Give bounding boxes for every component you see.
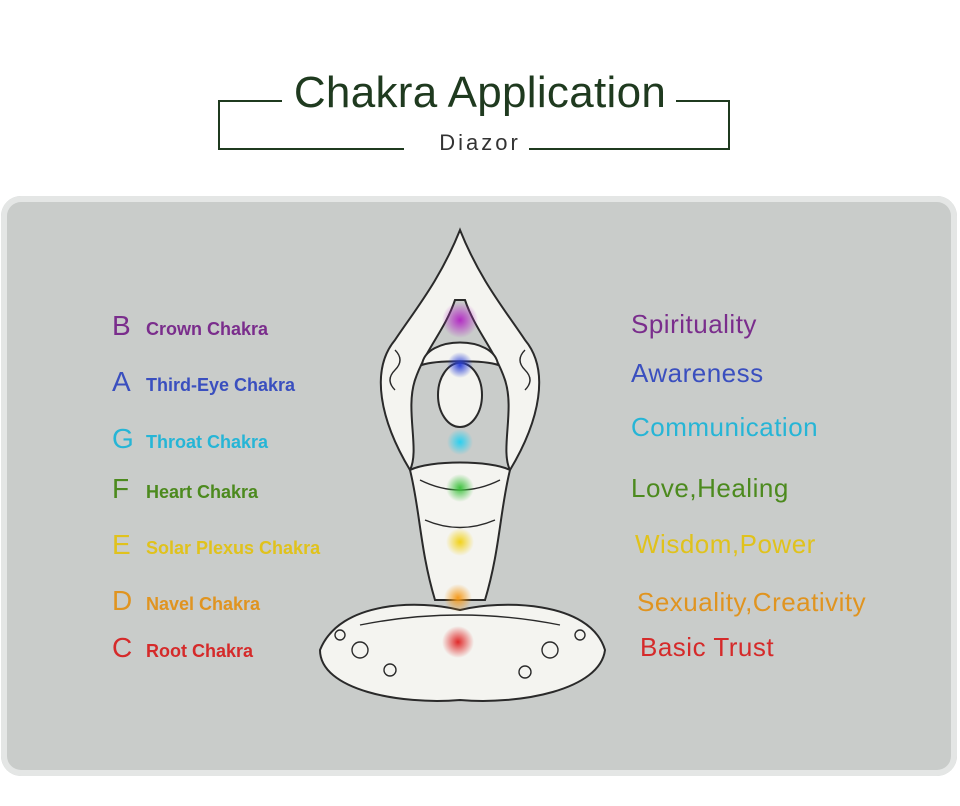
navel-chakra-glow [444,584,472,612]
chakra-label-navel: D Navel Chakra [112,585,260,617]
chakra-meaning-navel: Sexuality,Creativity [637,587,867,617]
chakra-label-third-eye: A Third-Eye Chakra [112,366,295,398]
chakra-meaning-throat: Communication [631,412,819,442]
chakra-meaning-crown: Spirituality [631,309,757,339]
page-title-text: Chakra Application [283,68,677,117]
heart-chakra-glow [446,474,474,502]
chakra-letter: C [112,632,133,663]
solar-plexus-chakra-glow [446,528,474,556]
chakra-meaning-heart: Love,Healing [631,473,789,503]
crown-chakra-glow [442,302,478,338]
chakra-letter: G [112,423,134,454]
third-eye-chakra-glow [447,352,473,378]
chakra-label-root: C Root Chakra [112,632,253,664]
frame-top-right-line [672,100,730,102]
chakra-label-heart: F Heart Chakra [112,473,258,505]
frame-bottom-right-line [528,148,730,150]
header: Chakra Application Diazor [0,0,960,170]
frame-left-line [218,100,220,150]
chakra-meaning-solar-plexus: Wisdom,Power [635,529,816,559]
chakra-name: Crown Chakra [146,319,269,339]
chakra-letter: E [112,529,131,560]
throat-chakra-glow [447,429,473,455]
chakra-letter: B [112,310,131,341]
chakra-name: Heart Chakra [146,482,259,502]
chakra-letter: D [112,585,133,616]
page-title: Chakra Application [0,68,960,118]
meditating-figure-illustration [318,227,607,702]
chakra-name: Root Chakra [146,641,254,661]
brand-name: Diazor [0,130,960,156]
root-chakra-glow [442,626,474,658]
frame-top-left-line [218,100,282,102]
frame-right-line [728,100,730,150]
brand-name-text: Diazor [431,130,529,155]
chakra-name: Solar Plexus Chakra [146,538,321,558]
frame-bottom-left-line [218,148,404,150]
chakra-letter: A [112,366,131,397]
chakra-label-solar-plexus: E Solar Plexus Chakra [112,529,320,561]
chakra-name: Throat Chakra [146,432,269,452]
chakra-name: Navel Chakra [146,594,261,614]
chakra-meaning-third-eye: Awareness [631,358,764,388]
chakra-label-crown: B Crown Chakra [112,310,268,342]
chakra-name: Third-Eye Chakra [146,375,296,395]
chakra-label-throat: G Throat Chakra [112,423,268,455]
chakra-meaning-root: Basic Trust [640,632,775,662]
chakra-letter: F [112,473,130,504]
